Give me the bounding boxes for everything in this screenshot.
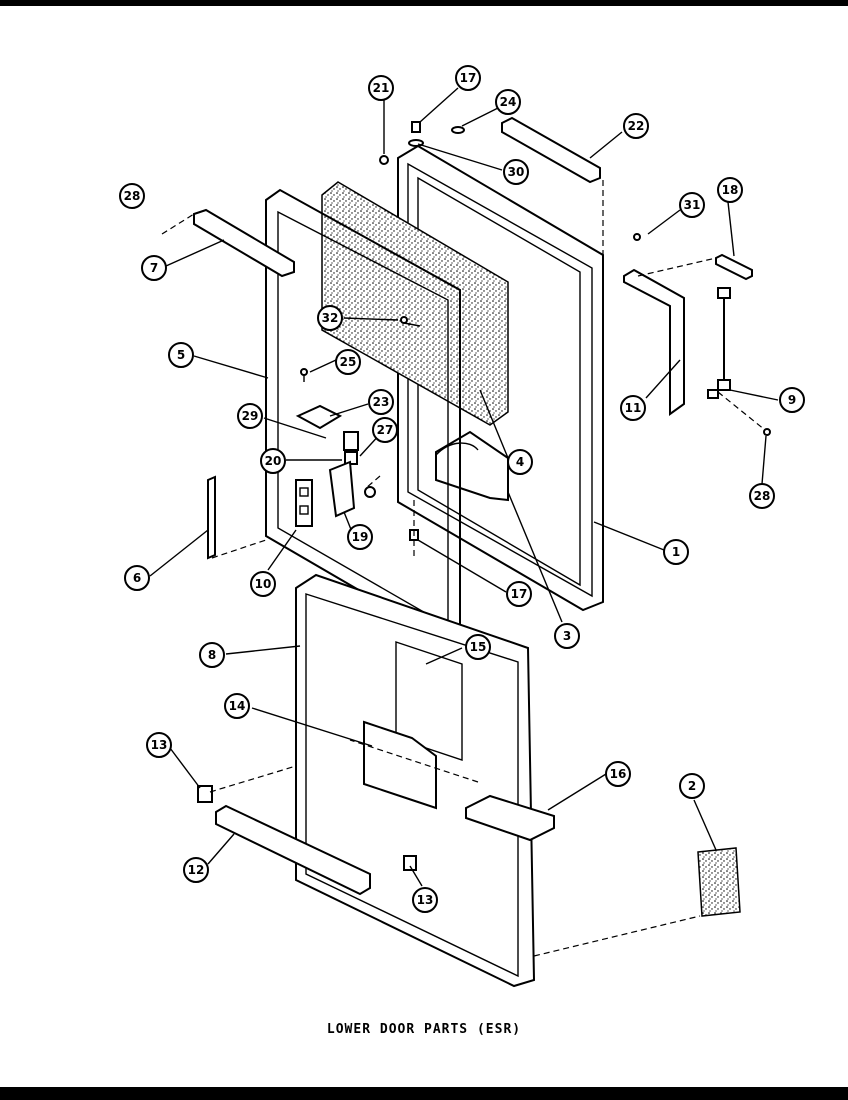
callout-label: 11 [625, 401, 642, 415]
insulation-block [321, 181, 509, 502]
callout-label: 14 [229, 699, 246, 713]
callout-label: 10 [255, 577, 272, 591]
callout-17b: 17 [506, 581, 532, 607]
callout-19: 19 [347, 524, 373, 550]
hinge-bracket [623, 233, 771, 436]
callout-label: 12 [188, 863, 205, 877]
callout-21: 21 [368, 75, 394, 101]
callout-27: 27 [372, 417, 398, 443]
callout-5: 5 [168, 342, 194, 368]
callout-31: 31 [679, 192, 705, 218]
callout-label: 8 [208, 648, 216, 662]
callout-28b: 28 [749, 483, 775, 509]
callout-13b: 13 [412, 887, 438, 913]
callout-label: 19 [352, 530, 369, 544]
callout-label: 28 [754, 489, 771, 503]
callout-label: 13 [151, 738, 168, 752]
callout-label: 2 [688, 779, 696, 793]
callout-label: 15 [470, 640, 487, 654]
ice-tray [465, 794, 555, 842]
callout-4: 4 [507, 449, 533, 475]
callout-22: 22 [623, 113, 649, 139]
callout-15: 15 [465, 634, 491, 660]
leader-lines [149, 87, 779, 887]
bottom-border [0, 1087, 848, 1100]
top-border [0, 0, 848, 6]
callout-label: 1 [672, 545, 680, 559]
callout-10: 10 [250, 571, 276, 597]
callout-label: 30 [508, 165, 525, 179]
callout-30: 30 [503, 159, 529, 185]
callout-label: 27 [377, 423, 394, 437]
callout-32: 32 [317, 305, 343, 331]
callout-12: 12 [183, 857, 209, 883]
callout-label: 7 [150, 261, 158, 275]
callout-label: 20 [265, 454, 282, 468]
foam-block [697, 847, 741, 917]
side-strip [207, 475, 216, 560]
callout-label: 17 [511, 587, 528, 601]
callout-28a: 28 [119, 183, 145, 209]
callout-label: 13 [417, 893, 434, 907]
callout-14: 14 [224, 693, 250, 719]
callout-label: 31 [684, 198, 701, 212]
callout-label: 16 [610, 767, 627, 781]
callout-3: 3 [554, 623, 580, 649]
callout-label: 25 [340, 355, 357, 369]
callout-11: 11 [620, 395, 646, 421]
callout-29: 29 [237, 403, 263, 429]
callout-label: 4 [516, 455, 524, 469]
callout-17a: 17 [455, 65, 481, 91]
lower-door-panel [295, 573, 536, 988]
diagram-caption: LOWER DOOR PARTS (ESR) [326, 1022, 522, 1037]
trim-strips [193, 208, 753, 281]
callout-label: 6 [133, 571, 141, 585]
assembly-lines [161, 180, 766, 957]
callout-label: 22 [628, 119, 645, 133]
small-hardware [379, 116, 601, 184]
callout-label: 9 [788, 393, 796, 407]
callout-24: 24 [495, 89, 521, 115]
callout-20: 20 [260, 448, 286, 474]
callout-label: 29 [242, 409, 259, 423]
callout-23: 23 [368, 389, 394, 415]
callout-18: 18 [717, 177, 743, 203]
callout-label: 32 [322, 311, 339, 325]
callout-16: 16 [605, 761, 631, 787]
callout-8: 8 [199, 642, 225, 668]
thermostat-hardware [295, 316, 421, 541]
callout-label: 5 [177, 348, 185, 362]
callout-6: 6 [124, 565, 150, 591]
callout-label: 23 [373, 395, 390, 409]
callout-label: 21 [373, 81, 390, 95]
callout-25: 25 [335, 349, 361, 375]
callout-label: 3 [563, 629, 571, 643]
callout-7: 7 [141, 255, 167, 281]
callout-label: 17 [460, 71, 477, 85]
door-handle [197, 785, 417, 896]
callout-label: 18 [722, 183, 739, 197]
callout-label: 24 [500, 95, 517, 109]
callout-1: 1 [663, 539, 689, 565]
callout-2: 2 [679, 773, 705, 799]
callout-9: 9 [779, 387, 805, 413]
callout-13a: 13 [146, 732, 172, 758]
callout-label: 28 [124, 189, 141, 203]
